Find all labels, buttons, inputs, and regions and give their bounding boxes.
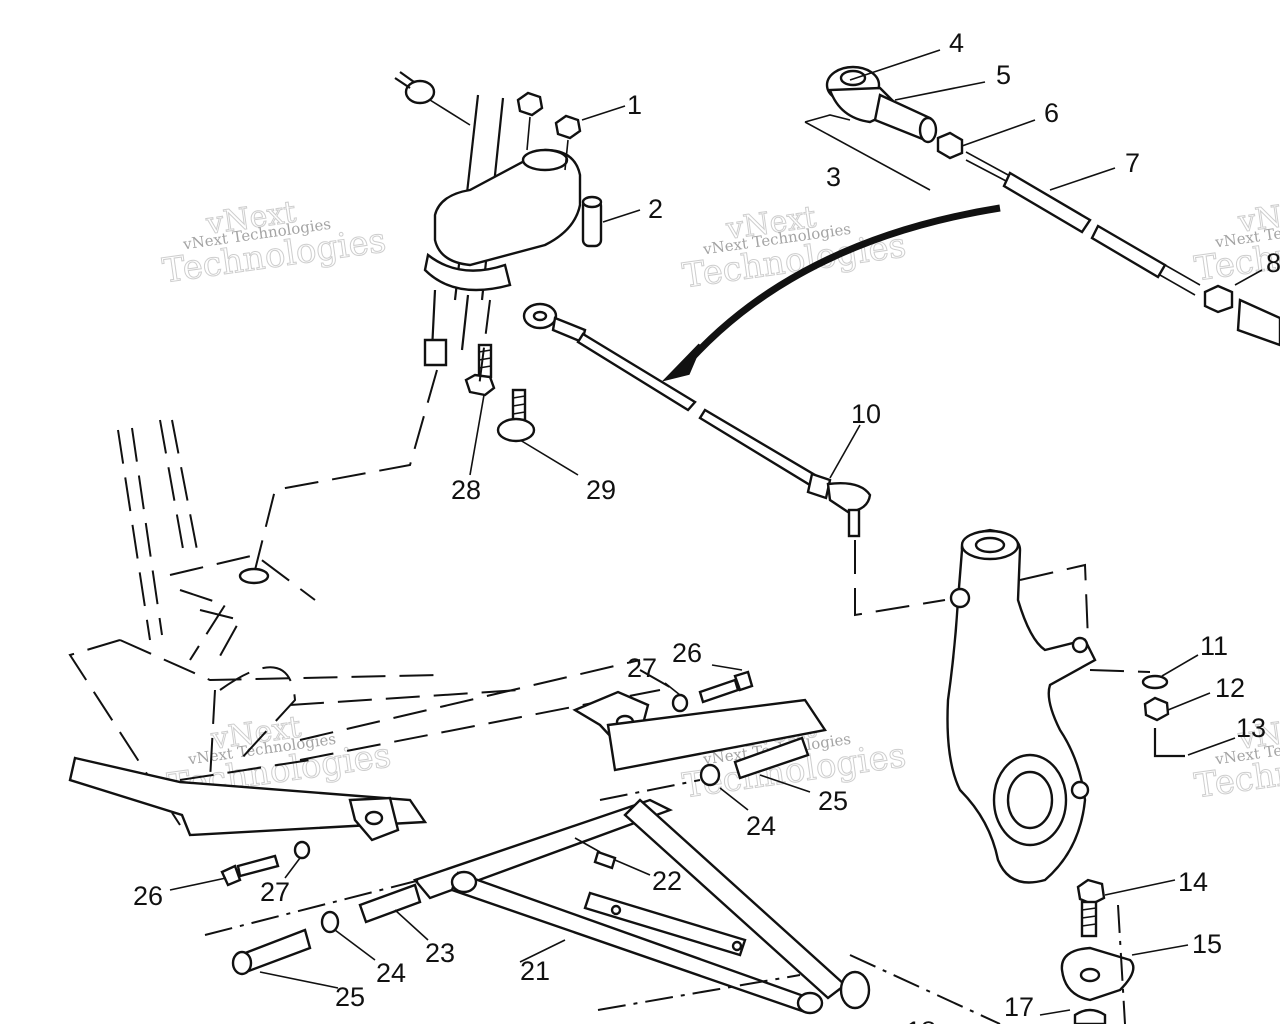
callout-21: 21 [520, 956, 550, 986]
callout-13: 13 [1236, 713, 1266, 743]
steering-post-assembly [254, 71, 603, 571]
callout-11: 11 [1200, 631, 1228, 661]
callout-27-lower: 27 [260, 877, 290, 907]
callout-4: 4 [949, 28, 964, 58]
callout-8: 8 [1266, 248, 1280, 278]
callout-18: 18 [906, 1016, 936, 1024]
steering-knuckle [946, 528, 1151, 884]
tie-rod-10 [522, 302, 946, 617]
callout-3: 3 [826, 162, 841, 192]
callout-5: 5 [996, 60, 1011, 90]
callout-labels: 1 2 3 4 5 6 7 8 10 11 12 13 14 15 17 18 … [133, 28, 1280, 1024]
castle-nut-hardware [1141, 674, 1185, 758]
a-arm-21 [204, 779, 871, 1015]
callout-14: 14 [1178, 867, 1208, 897]
direction-arrow [661, 204, 1001, 382]
tie-rod-end-detail [804, 65, 1280, 347]
callout-23: 23 [425, 938, 455, 968]
brake-bracket-hardware [849, 878, 1135, 1024]
callout-26-lower: 26 [133, 881, 163, 911]
callout-25-lower: 25 [335, 982, 365, 1012]
callout-6: 6 [1044, 98, 1059, 128]
callout-24-lower: 24 [376, 958, 406, 988]
frame-section [68, 419, 828, 842]
callout-7: 7 [1125, 148, 1140, 178]
leader-lines [169, 49, 1263, 1016]
callout-28: 28 [451, 475, 481, 505]
callout-10: 10 [851, 399, 881, 429]
bushing-hardware [220, 670, 810, 976]
callout-15: 15 [1192, 929, 1222, 959]
callout-29: 29 [586, 475, 616, 505]
callout-24-upper: 24 [746, 811, 776, 841]
callout-26-upper: 26 [672, 638, 702, 668]
callout-25-upper: 25 [818, 786, 848, 816]
callout-1: 1 [627, 90, 642, 120]
callout-27-upper: 27 [627, 653, 657, 683]
callout-12: 12 [1215, 673, 1245, 703]
callout-22: 22 [652, 866, 682, 896]
callout-17: 17 [1004, 992, 1034, 1022]
callout-2: 2 [648, 194, 663, 224]
